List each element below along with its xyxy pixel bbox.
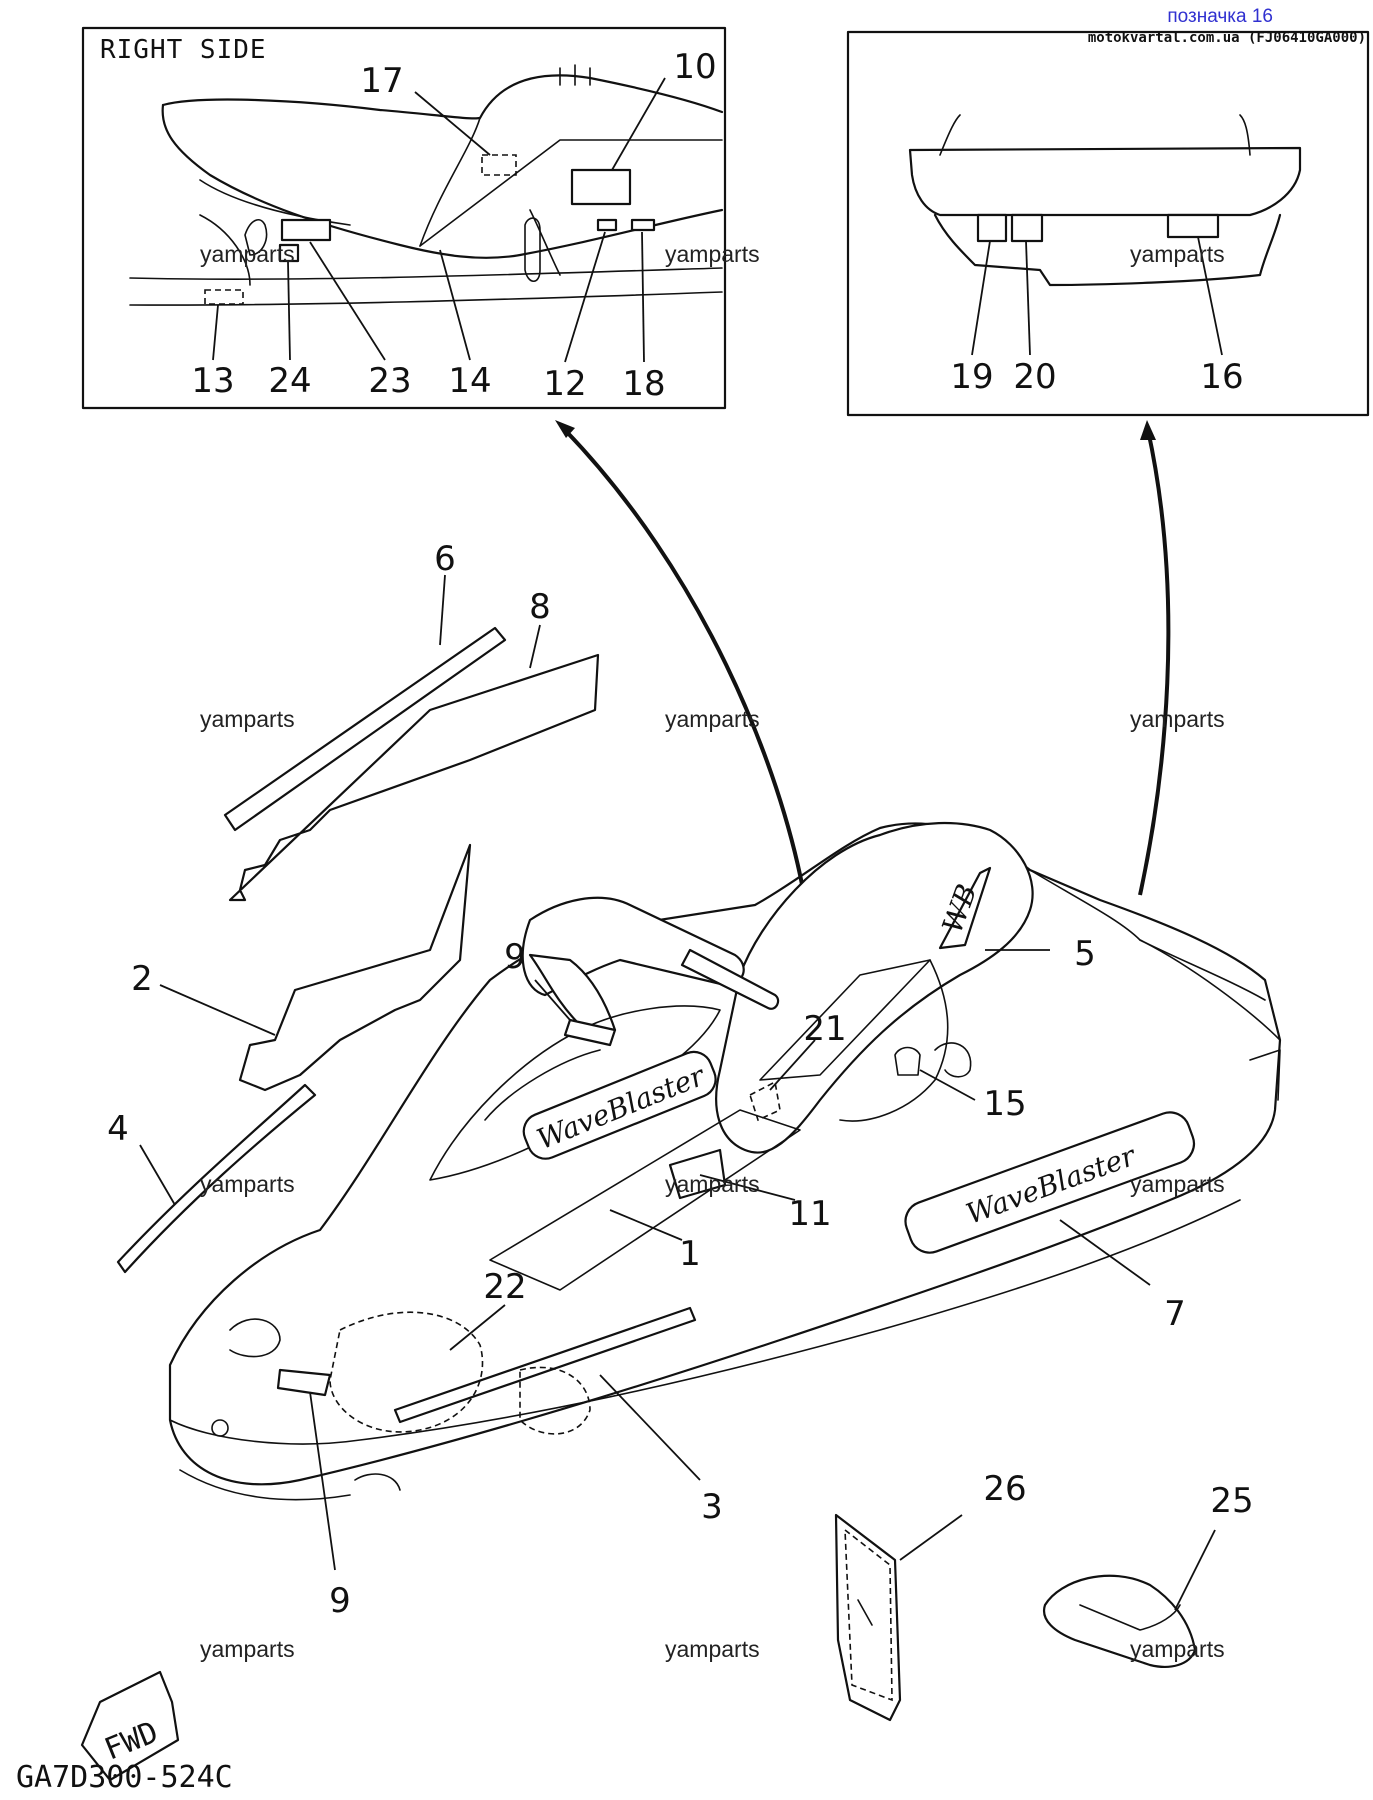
label-24-rect — [278, 243, 300, 263]
decal-8 — [228, 653, 600, 902]
callout-8: 8 — [529, 587, 551, 627]
watermark: yamparts — [665, 1171, 760, 1197]
callout-14: 14 — [448, 361, 491, 401]
callout-9-lower: 9 — [329, 1581, 351, 1621]
inset-right-frame — [81, 26, 727, 410]
callout-9-upper: 9 — [504, 937, 526, 977]
callout-13: 13 — [191, 361, 234, 401]
footwell — [489, 1109, 801, 1291]
callout-18: 18 — [622, 364, 665, 404]
watermark: yamparts — [1130, 241, 1225, 267]
watermark: yamparts — [200, 1636, 295, 1662]
inset-right-seat-outline — [161, 74, 724, 120]
inset-right-hull-upper — [161, 103, 724, 259]
callout-23: 23 — [368, 361, 411, 401]
header-label: позначка 16 — [1167, 6, 1273, 27]
callout-26: 26 — [983, 1469, 1026, 1509]
watermark: yamparts — [200, 706, 295, 732]
watermark: yamparts — [665, 706, 760, 732]
label-10-rect — [570, 168, 632, 206]
callout-24: 24 — [268, 361, 311, 401]
part-25-pad: 25 — [1042, 1481, 1254, 1668]
callout-20: 20 — [1013, 357, 1056, 397]
callout-7: 7 — [1164, 1294, 1186, 1334]
callout-19: 19 — [950, 357, 993, 397]
watermark: yamparts — [1130, 1636, 1225, 1662]
handlebar-grip — [680, 948, 780, 1010]
callout-25: 25 — [1210, 1481, 1253, 1521]
callout-5: 5 — [1074, 934, 1096, 974]
callout-21: 21 — [803, 1009, 846, 1049]
callout-3: 3 — [701, 1487, 723, 1527]
label-16-rect — [1166, 213, 1220, 239]
decal-6 — [223, 626, 507, 832]
inset-right-title: RIGHT SIDE — [100, 35, 267, 65]
watermarks: yamparts yamparts yamparts yamparts yamp… — [200, 241, 1225, 1662]
callout-11: 11 — [788, 1194, 831, 1234]
label-23-rect — [280, 218, 332, 242]
label-19-rect — [976, 213, 1008, 243]
watermark: yamparts — [200, 241, 295, 267]
diagram-code: GA7D300-524C — [16, 1760, 233, 1795]
decal-3 — [393, 1306, 697, 1424]
watermark: yamparts — [1130, 1171, 1225, 1197]
part-26-card: 26 — [834, 1469, 1027, 1722]
watermark: yamparts — [665, 241, 760, 267]
callout-1: 1 — [679, 1234, 701, 1274]
label-22 — [329, 1311, 484, 1433]
rear-bumper-outline — [908, 146, 1302, 217]
label-17-rect — [481, 154, 517, 176]
callout-22: 22 — [483, 1267, 526, 1307]
seat — [715, 821, 1034, 1154]
label-11 — [668, 1148, 727, 1200]
callout-15: 15 — [983, 1084, 1026, 1124]
arrow-to-right-side — [563, 428, 807, 901]
hull-outline — [168, 822, 1282, 1486]
decal-5-strip — [938, 866, 992, 950]
label-13-rect — [204, 289, 244, 305]
inset-right-side: RIGHT SIDE 17 10 13 24 23 — [81, 26, 727, 410]
callout-16: 16 — [1200, 357, 1243, 397]
watermark: yamparts — [1130, 706, 1225, 732]
label-9-front — [276, 1368, 332, 1397]
label-18-rect — [630, 218, 656, 232]
label-15 — [894, 1046, 921, 1076]
watercraft-main-view: WB WaveBlaster WaveBlaster — [107, 539, 1282, 1621]
watermark: yamparts — [665, 1636, 760, 1662]
source-label: motokvartal.com.ua (FJ06410GA000) — [1088, 30, 1366, 46]
inset-rear: 19 20 16 — [846, 30, 1370, 417]
label-12-rect — [596, 218, 618, 232]
callout-4: 4 — [107, 1109, 129, 1149]
callout-6: 6 — [434, 539, 456, 579]
label-9-upper — [563, 1018, 617, 1047]
decal-4 — [116, 1083, 317, 1274]
watermark: yamparts — [200, 1171, 295, 1197]
inset-rear-frame — [846, 30, 1370, 417]
callout-12: 12 — [543, 364, 586, 404]
callout-17: 17 — [360, 61, 403, 101]
callout-10: 10 — [673, 47, 716, 87]
decal-2 — [238, 843, 472, 1092]
rear-transom-outline — [933, 213, 1282, 287]
decal-1: WaveBlaster — [522, 1050, 717, 1160]
callout-2: 2 — [131, 959, 153, 999]
label-20-rect — [1010, 213, 1044, 243]
arrow-to-rear — [1138, 429, 1171, 896]
